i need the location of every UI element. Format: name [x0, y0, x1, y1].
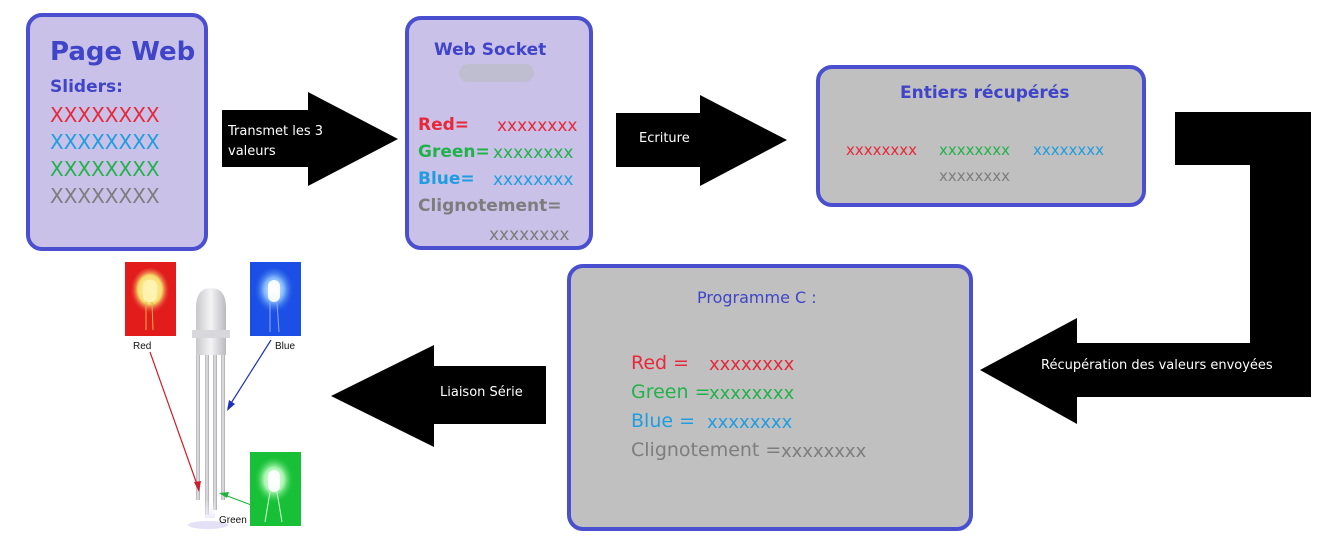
ws-blue-label: Blue= [418, 169, 475, 189]
integers-green: xxxxxxxx [939, 141, 1011, 159]
smudge-mark [459, 64, 534, 82]
transmit-arrow [222, 92, 398, 186]
integers-title: Entiers récupérés [900, 83, 1070, 103]
green-led-photo [250, 452, 301, 526]
slider-green-value: XXXXXXXX [50, 157, 160, 181]
ws-green-label: Green= [418, 142, 490, 162]
integers-gray: xxxxxxxx [939, 167, 1011, 185]
slider-blink-value: XXXXXXXX [50, 184, 160, 208]
serial-label: Liaison Série [440, 385, 523, 400]
led-red-label: Red [133, 341, 152, 352]
pc-green-label: Green = [631, 381, 711, 403]
ws-blink-label: Clignotement= [418, 196, 562, 216]
pc-red-value: xxxxxxxx [709, 354, 795, 375]
pc-green-value: xxxxxxxx [709, 383, 795, 404]
rgb-led-main [188, 288, 230, 529]
ws-red-value: xxxxxxxx [497, 116, 578, 136]
integers-red: xxxxxxxx [846, 141, 918, 159]
ws-blue-value: xxxxxxxx [493, 170, 574, 190]
red-led-photo [125, 262, 176, 336]
integers-box: Entiers récupérés xxxxxxxx xxxxxxxx xxxx… [816, 65, 1146, 207]
integers-blue: xxxxxxxx [1033, 141, 1105, 159]
retrieve-arrow [980, 112, 1311, 424]
green-connector-arrow [219, 492, 255, 507]
ws-blink-value: xxxxxxxx [489, 225, 570, 245]
retrieve-label: Récupération des valeurs envoyées [1041, 358, 1273, 373]
led-blue-label: Blue [275, 341, 296, 352]
pc-blue-label: Blue = [631, 410, 696, 432]
slider-blue-value: XXXXXXXX [50, 130, 160, 154]
pc-blink-value: xxxxxxxx [781, 441, 867, 462]
write-arrow [616, 95, 787, 186]
page-web-title: Page Web [50, 37, 196, 67]
program-c-box: Programme C : Red = xxxxxxxx Green = xxx… [567, 264, 973, 531]
pc-blue-value: xxxxxxxx [707, 412, 793, 433]
blue-connector-arrow [227, 339, 272, 411]
pc-blink-label: Clignotement = [631, 439, 782, 461]
ws-red-label: Red= [418, 115, 470, 135]
serial-arrow [331, 345, 546, 447]
ws-green-value: xxxxxxxx [493, 143, 574, 163]
page-web-box: Page Web Sliders: XXXXXXXX XXXXXXXX XXXX… [26, 13, 208, 251]
red-connector-arrow [149, 351, 201, 492]
transmit-label-line2: valeurs [228, 144, 276, 159]
pc-red-label: Red = [631, 352, 690, 374]
program-c-title: Programme C : [697, 288, 817, 307]
blue-led-photo [250, 262, 301, 336]
slider-red-value: XXXXXXXX [50, 103, 160, 127]
write-label: Ecriture [639, 131, 690, 146]
led-green-label: Green [219, 515, 247, 526]
page-web-subtitle: Sliders: [50, 77, 123, 97]
web-socket-box: Web Socket Red= xxxxxxxx Green= xxxxxxxx… [405, 16, 593, 250]
web-socket-title: Web Socket [434, 40, 547, 60]
transmit-label-line1: Transmet les 3 [228, 124, 324, 139]
